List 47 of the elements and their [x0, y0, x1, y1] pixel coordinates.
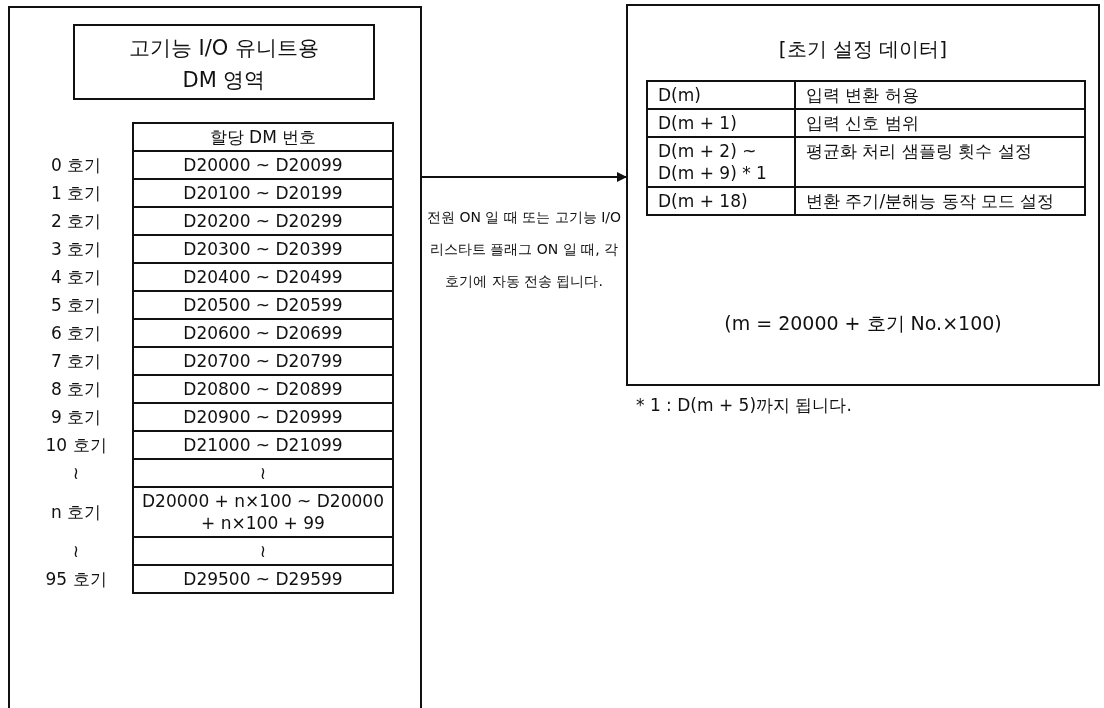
setting-cell: 입력 변환 허용	[795, 81, 1085, 109]
address-cell: D(m)	[647, 81, 795, 109]
unit-label: 8 호기	[20, 375, 133, 403]
address-range-cell: D20000 + n×100 ~ D20000 + n×100 + 99	[133, 487, 393, 537]
unit-label: 4 호기	[20, 263, 133, 291]
table-header: 할당 DM 번호	[133, 123, 393, 151]
address-range-cell: ≀	[133, 459, 393, 487]
address-range-cell: D20500 ~ D20599	[133, 291, 393, 319]
unit-label: ≀	[20, 537, 133, 565]
setting-cell: 입력 신호 범위	[795, 109, 1085, 137]
unit-label: 3 호기	[20, 235, 133, 263]
unit-label: 95 호기	[20, 565, 133, 593]
unit-label: 9 호기	[20, 403, 133, 431]
address-range-cell: D20600 ~ D20699	[133, 319, 393, 347]
unit-label: 1 호기	[20, 179, 133, 207]
address-range-cell: D29500 ~ D29599	[133, 565, 393, 593]
address-range-cell: D20700 ~ D20799	[133, 347, 393, 375]
unit-label: 7 호기	[20, 347, 133, 375]
address-cell: D(m + 1)	[647, 109, 795, 137]
address-range-cell: D21000 ~ D21099	[133, 431, 393, 459]
footnote: * 1 : D(m + 5)까지 됩니다.	[636, 394, 853, 417]
unit-label: 2 호기	[20, 207, 133, 235]
address-range-cell: D20400 ~ D20499	[133, 263, 393, 291]
settings-panel	[626, 4, 1100, 386]
formula-note: (m = 20000 + 호기 No.×100)	[723, 311, 1003, 336]
memory-area-panel	[8, 6, 422, 708]
unit-label: 10 호기	[20, 431, 133, 459]
address-range-cell: D20300 ~ D20399	[133, 235, 393, 263]
table-title: [초기 설정 데이터]	[777, 36, 949, 63]
arrow	[421, 172, 627, 182]
address-range-cell: D20200 ~ D20299	[133, 207, 393, 235]
unit-label: 5 호기	[20, 291, 133, 319]
address-range-cell: D20800 ~ D20899	[133, 375, 393, 403]
unit-label: 0 호기	[20, 151, 133, 179]
unit-label: ≀	[20, 459, 133, 487]
address-range-cell: D20900 ~ D20999	[133, 403, 393, 431]
setting-cell: 평균화 처리 샘플링 횟수 설정	[795, 137, 1085, 187]
unit-label: 6 호기	[20, 319, 133, 347]
address-range-cell: D20100 ~ D20199	[133, 179, 393, 207]
address-cell: D(m + 18)	[647, 187, 795, 215]
unit-label: n 호기	[20, 487, 133, 537]
address-range-cell: D20000 ~ D20099	[133, 151, 393, 179]
box-title: 고기능 I/O 유니트용 DM 영역	[127, 35, 321, 94]
address-cell: D(m + 2) ~ D(m + 9) * 1	[647, 137, 795, 187]
address-range-cell: ≀	[133, 537, 393, 565]
setting-cell: 변환 주기/분해능 동작 모드 설정	[795, 187, 1085, 215]
title-box	[73, 24, 375, 100]
